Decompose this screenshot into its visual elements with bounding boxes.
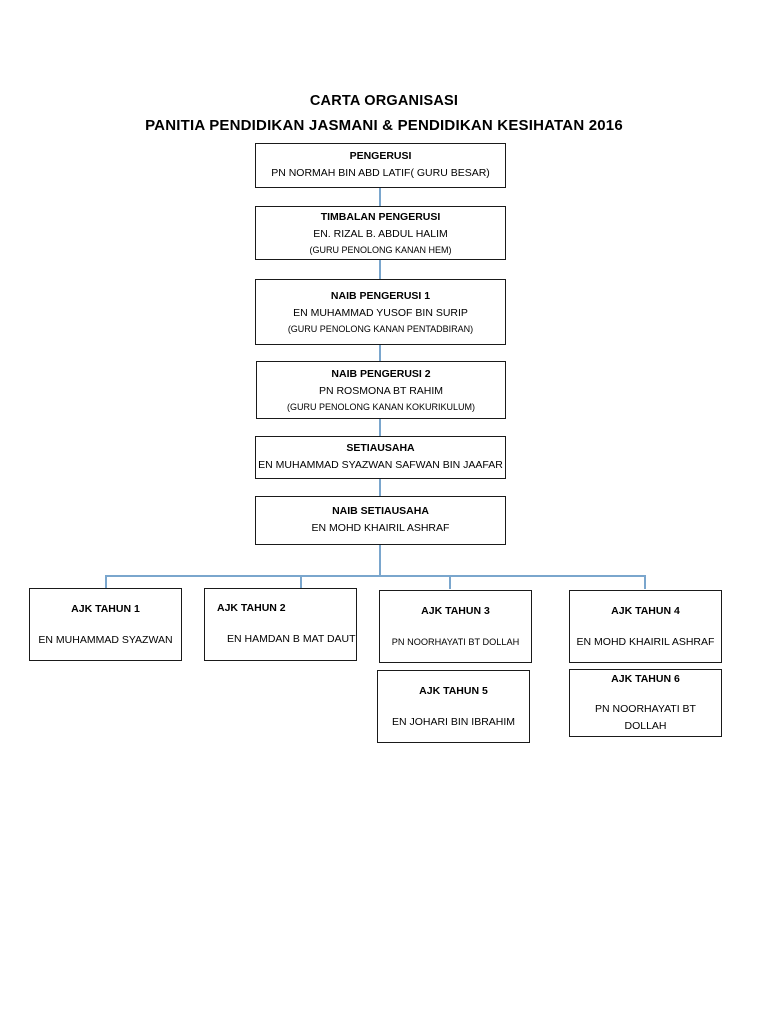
node-ajk-tahun-6[interactable]: AJK TAHUN 6 PN NOORHAYATI BT DOLLAH (569, 669, 722, 737)
node-ajk-tahun-5-role: AJK TAHUN 5 (419, 684, 488, 697)
node-pengerusi-person: PN NORMAH BIN ABD LATIF( GURU BESAR) (271, 167, 490, 180)
connector-bus-to-ajk-4 (644, 575, 646, 589)
node-naib-pengerusi-2[interactable]: NAIB PENGERUSI 2 PN ROSMONA BT RAHIM (GU… (256, 361, 506, 419)
node-naib-pengerusi-1-sub: (GURU PENOLONG KANAN PENTADBIRAN) (287, 324, 474, 335)
node-ajk-tahun-2-person: EN HAMDAN B MAT DAUT (227, 633, 356, 646)
node-naib-setiausaha-role: NAIB SETIAUSAHA (332, 505, 429, 518)
node-setiausaha[interactable]: SETIAUSAHA EN MUHAMMAD SYAZWAN SAFWAN BI… (255, 436, 506, 479)
node-ajk-tahun-5[interactable]: AJK TAHUN 5 EN JOHARI BIN IBRAHIM (377, 670, 530, 743)
node-naib-pengerusi-2-sub: (GURU PENOLONG KANAN KOKURIKULUM) (286, 402, 476, 413)
node-ajk-tahun-2-role: AJK TAHUN 2 (217, 602, 286, 615)
node-naib-pengerusi-2-person: PN ROSMONA BT RAHIM (318, 384, 444, 397)
node-ajk-tahun-6-role: AJK TAHUN 6 (611, 673, 680, 686)
node-ajk-tahun-3-role: AJK TAHUN 3 (421, 605, 490, 618)
node-naib-pengerusi-2-role: NAIB PENGERUSI 2 (331, 367, 431, 380)
node-ajk-tahun-3[interactable]: AJK TAHUN 3 PN NOORHAYATI BT DOLLAH (379, 590, 532, 663)
node-ajk-tahun-1[interactable]: AJK TAHUN 1 EN MUHAMMAD SYAZWAN (29, 588, 182, 661)
node-ajk-tahun-4-person: EN MOHD KHAIRIL ASHRAF (576, 635, 715, 648)
node-pengerusi[interactable]: PENGERUSI PN NORMAH BIN ABD LATIF( GURU … (255, 143, 506, 188)
connector-naib1-to-naib2 (379, 345, 381, 361)
node-timbalan-pengerusi[interactable]: TIMBALAN PENGERUSI EN. RIZAL B. ABDUL HA… (255, 206, 506, 260)
node-ajk-tahun-6-person: PN NOORHAYATI BT DOLLAH (595, 703, 696, 732)
node-pengerusi-role: PENGERUSI (349, 150, 412, 163)
connector-timbalan-to-naib1 (379, 260, 381, 279)
node-ajk-tahun-1-role: AJK TAHUN 1 (71, 602, 140, 615)
node-naib-pengerusi-1-role: NAIB PENGERUSI 1 (330, 289, 431, 302)
connector-setiausaha-to-naib-setiausaha (379, 479, 381, 496)
connector-pengerusi-to-timbalan (379, 188, 381, 207)
node-naib-pengerusi-1[interactable]: NAIB PENGERUSI 1 EN MUHAMMAD YUSOF BIN S… (255, 279, 506, 345)
node-timbalan-pengerusi-sub: (GURU PENOLONG KANAN HEM) (309, 245, 452, 256)
connector-bus-to-ajk-1 (105, 575, 107, 589)
connector-naib-setiausaha-to-bus (379, 545, 381, 576)
node-ajk-tahun-2[interactable]: AJK TAHUN 2 EN HAMDAN B MAT DAUT (204, 588, 357, 661)
node-setiausaha-role: SETIAUSAHA (346, 442, 415, 455)
node-ajk-tahun-1-person: EN MUHAMMAD SYAZWAN (38, 633, 173, 646)
node-naib-pengerusi-1-person: EN MUHAMMAD YUSOF BIN SURIP (293, 306, 468, 319)
node-ajk-tahun-5-person: EN JOHARI BIN IBRAHIM (391, 715, 516, 728)
node-ajk-tahun-3-person: PN NOORHAYATI BT DOLLAH (391, 636, 520, 647)
connector-naib2-to-setiausaha (379, 419, 381, 436)
node-timbalan-pengerusi-role: TIMBALAN PENGERUSI (320, 210, 441, 223)
connector-bus-to-ajk-3 (449, 575, 451, 589)
node-naib-setiausaha-person: EN MOHD KHAIRIL ASHRAF (311, 522, 450, 535)
chart-title: CARTA ORGANISASI (309, 93, 459, 109)
node-naib-setiausaha[interactable]: NAIB SETIAUSAHA EN MOHD KHAIRIL ASHRAF (255, 496, 506, 545)
node-ajk-tahun-4-role: AJK TAHUN 4 (611, 604, 680, 617)
chart-subtitle: PANITIA PENDIDIKAN JASMANI & PENDIDIKAN … (145, 117, 623, 134)
node-setiausaha-person: EN MUHAMMAD SYAZWAN SAFWAN BIN JAAFAR (258, 459, 503, 472)
node-ajk-tahun-4[interactable]: AJK TAHUN 4 EN MOHD KHAIRIL ASHRAF (569, 590, 722, 663)
connector-bus-to-ajk-2 (300, 575, 302, 589)
connector-horizontal-bus (106, 575, 645, 577)
node-timbalan-pengerusi-person: EN. RIZAL B. ABDUL HALIM (313, 227, 448, 240)
